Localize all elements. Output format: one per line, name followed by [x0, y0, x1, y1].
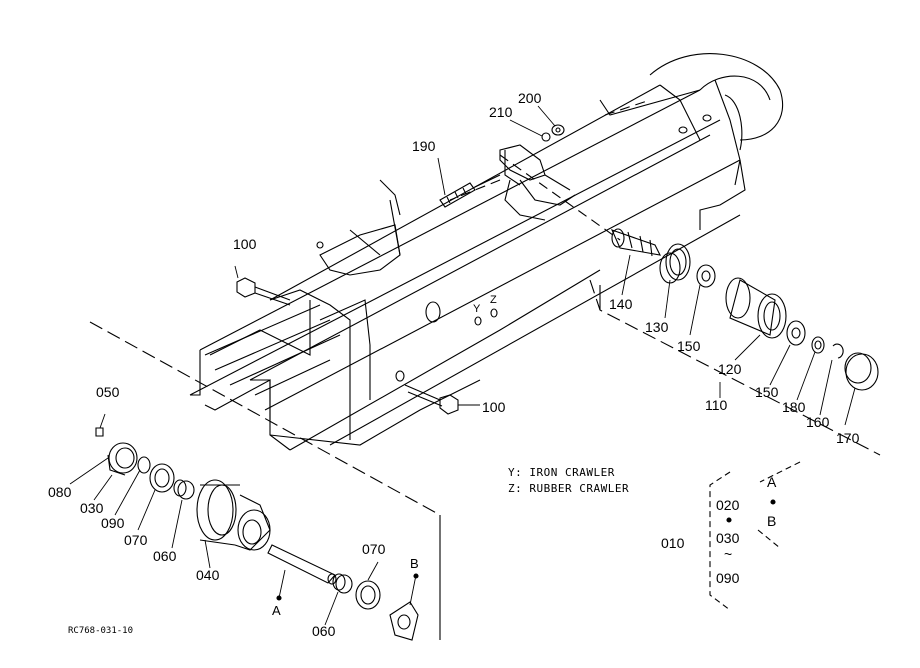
snap-ring-160 [833, 344, 843, 358]
part-label-110: 110 [705, 397, 728, 413]
cap-170 [845, 353, 878, 390]
bolt-100-upper [237, 278, 290, 305]
part-label-150-right: 150 [755, 384, 779, 400]
marker-z: Z [490, 294, 497, 306]
part-label-030: 030 [80, 500, 104, 516]
seal-130 [660, 244, 690, 283]
part-label-060-left: 060 [153, 548, 177, 564]
marker-b: B [410, 556, 419, 571]
part-label-120: 120 [718, 361, 742, 377]
washer-150b [787, 321, 805, 345]
grease-nipple-050 [96, 428, 103, 436]
part-label-140: 140 [609, 296, 633, 312]
part-label-100-lower: 100 [482, 399, 506, 415]
part-label-170: 170 [836, 430, 860, 446]
part-label-010: 010 [661, 535, 685, 551]
part-label-080: 080 [48, 484, 72, 500]
drawing-code: RC768-031-10 [68, 626, 134, 636]
group-010-row-020: 020 [716, 497, 740, 513]
group-010-bracket [710, 462, 800, 610]
legend-iron-crawler: Y: IRON CRAWLER [508, 466, 615, 479]
marker-a: A [272, 603, 281, 618]
group-010-marker-b: B [767, 513, 777, 529]
legend-rubber-crawler: Z: RUBBER CRAWLER [508, 482, 630, 495]
cap-b [390, 602, 418, 640]
bush-060b [333, 574, 352, 593]
nut-200 [552, 125, 564, 135]
part-label-150-left: 150 [677, 338, 701, 354]
part-label-200: 200 [518, 90, 542, 106]
part-label-190: 190 [412, 138, 436, 154]
marker-y: Y [473, 303, 481, 315]
group-010-row-090: 090 [716, 570, 740, 586]
part-label-090: 090 [101, 515, 125, 531]
part-label-070-right: 070 [362, 541, 386, 557]
bush-060a [174, 480, 194, 499]
part-label-050: 050 [96, 384, 120, 400]
group-010-tilde: ~ [724, 546, 733, 562]
track-frame-beam [90, 54, 880, 640]
seal-070b [356, 581, 380, 609]
part-label-160: 160 [806, 414, 830, 430]
part-label-210: 210 [489, 104, 513, 120]
washer-210 [542, 133, 550, 141]
part-label-180: 180 [782, 399, 806, 415]
group-010-row-030: 030 [716, 530, 740, 546]
part-label-100-upper: 100 [233, 236, 257, 252]
leader-lines [70, 106, 855, 625]
part-label-040: 040 [196, 567, 220, 583]
collar-180 [812, 337, 824, 353]
part-label-070-left: 070 [124, 532, 148, 548]
part-label-060-right: 060 [312, 623, 336, 639]
collar-120 [726, 278, 786, 338]
washer-150a [697, 265, 715, 287]
seal-070a [150, 464, 174, 492]
bolt-190 [440, 175, 500, 207]
group-010-marker-a: A [767, 474, 777, 490]
part-label-130: 130 [645, 319, 669, 335]
o-ring-090 [138, 457, 150, 473]
cap-030 [108, 443, 137, 475]
shaft-140 [612, 229, 660, 256]
bolt-100-lower [405, 385, 458, 414]
roller-040 [197, 480, 270, 550]
shaft-a [268, 545, 336, 584]
